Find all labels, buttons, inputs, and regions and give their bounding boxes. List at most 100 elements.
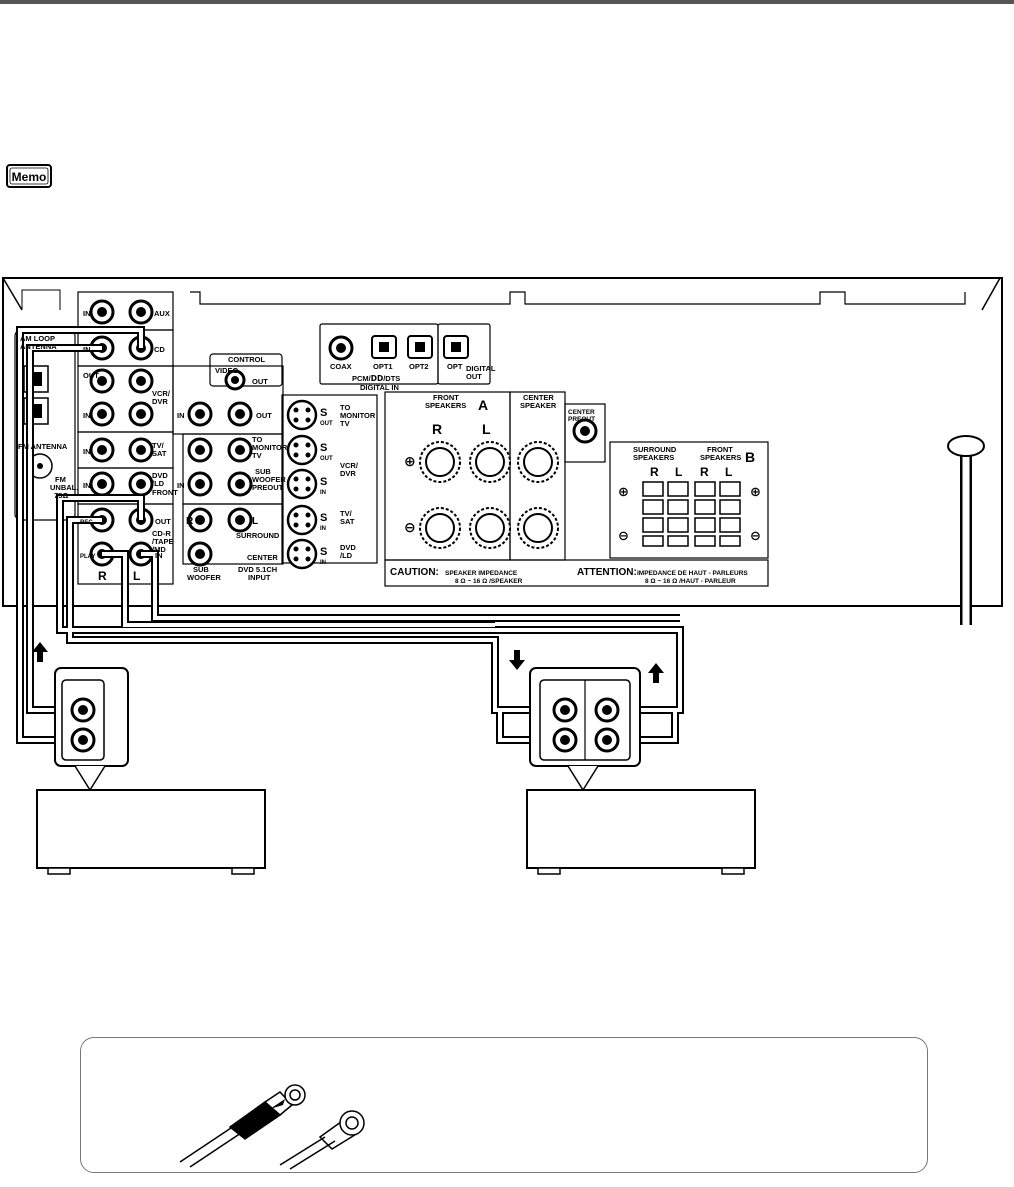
- label-attention-text-1: IMPEDANCE DE HAUT - PARLEURS: [637, 570, 748, 577]
- label-aux: AUX: [154, 309, 170, 318]
- label-center: CENTER: [247, 553, 278, 562]
- label-control-out: OUT: [252, 377, 268, 386]
- label-sub-woofer-2: WOOFER: [187, 573, 221, 582]
- label-dvd-ld-2: /LD: [152, 479, 165, 488]
- label-s-out-2: OUT: [320, 456, 333, 462]
- label-fm-antenna: FM ANTENNA: [18, 442, 68, 451]
- label-s-in-4: IN: [320, 526, 326, 532]
- label-s-1: S: [320, 407, 327, 419]
- label-s-in-5: IN: [320, 560, 326, 566]
- label-in-aux: IN: [83, 309, 91, 318]
- label-center-spk-2: SPEAKER: [520, 401, 557, 410]
- label-cdr-2: /TAPE: [152, 537, 174, 546]
- label-vcr-s-1: VCR/: [340, 461, 359, 470]
- external-unit-1: [36, 789, 266, 869]
- label-tv-sat-1: TV/: [152, 441, 165, 450]
- label-tv-s-2: SAT: [340, 517, 355, 526]
- label-in-dvd: IN: [83, 481, 91, 490]
- label-attention: ATTENTION:: [577, 567, 637, 578]
- label-a: A: [478, 397, 488, 413]
- label-front-b-l: L: [725, 465, 732, 479]
- label-sub-preout-2: WOOFER: [252, 475, 286, 484]
- svg-text:⊕: ⊕: [404, 453, 416, 469]
- label-surround-spk-2: SPEAKERS: [633, 453, 674, 462]
- memo-label: Memo: [12, 170, 47, 184]
- s-video-jacks: [286, 399, 318, 570]
- label-dvd-s-2: /LD: [340, 551, 353, 560]
- label-s-5: S: [320, 546, 327, 558]
- label-video: VIDEO: [215, 366, 239, 375]
- label-center-spk-1: CENTER: [523, 393, 554, 402]
- svg-text:⊖: ⊖: [618, 528, 629, 543]
- rear-panel-diagram: ⊕ ⊖ ⊕ ⊖ ⊕ ⊖: [2, 277, 1003, 875]
- label-opt1: OPT1: [373, 362, 393, 371]
- label-digital-out-2: OUT: [466, 372, 482, 381]
- label-tv-s-1: TV/: [340, 509, 353, 518]
- receiver-rear-panel: [2, 277, 1003, 607]
- label-caution-text-2: 8 Ω ~ 16 Ω /SPEAKER: [455, 578, 523, 585]
- svg-text:⊕: ⊕: [618, 484, 629, 499]
- top-rule: [0, 0, 1014, 4]
- label-rec: REC: [80, 520, 93, 526]
- memo-icon: Memo: [6, 164, 52, 188]
- label-surround-spk-1: SURROUND: [633, 445, 677, 454]
- label-in-tv: IN: [83, 447, 91, 456]
- label-front-b-r: R: [700, 465, 709, 479]
- label-dvd51-1: DVD 5.1CH: [238, 565, 277, 574]
- label-dvd-ld-1: DVD: [152, 471, 168, 480]
- label-fm-unbal-1: FM: [55, 475, 66, 484]
- tip-box: [80, 1037, 928, 1173]
- label-fm-unbal-3: 75Ω: [54, 491, 68, 500]
- label-surround-l-spk: L: [675, 465, 682, 479]
- label-digital-out-1: DIGITAL: [466, 364, 496, 373]
- label-dvd-in: IN: [177, 481, 185, 490]
- label-l-bottom: L: [133, 569, 140, 583]
- label-front-spk-1: FRONT: [433, 393, 459, 402]
- label-to-monitor-v1: TO: [252, 435, 262, 444]
- label-video-out: OUT: [256, 411, 272, 420]
- label-out-vcr: OUT: [83, 371, 99, 380]
- label-r-bottom: R: [98, 569, 107, 583]
- label-control: CONTROL: [228, 355, 265, 364]
- label-vcr-dvr-2: DVR: [152, 397, 168, 406]
- svg-text:⊖: ⊖: [404, 519, 416, 535]
- label-in-vcr: IN: [83, 411, 91, 420]
- label-caution: CAUTION:: [390, 567, 439, 578]
- label-front-b-1: FRONT: [707, 445, 733, 454]
- label-center-preout-2: PREOUT: [568, 416, 595, 423]
- label-front-b-2: SPEAKERS: [700, 453, 741, 462]
- label-s-3: S: [320, 476, 327, 488]
- label-to-monitor-s3: TV: [340, 419, 350, 428]
- label-attention-text-2: 8 Ω ~ 16 Ω /HAUT - PARLEUR: [645, 578, 736, 585]
- label-front-r: R: [432, 421, 442, 437]
- external-unit-2: [526, 789, 756, 869]
- label-coax: COAX: [330, 362, 352, 371]
- label-s-4: S: [320, 512, 327, 524]
- label-dvd-s-1: DVD: [340, 543, 356, 552]
- label-opt: OPT: [447, 362, 463, 371]
- label-center-preout-1: CENTER: [568, 409, 595, 416]
- label-to-monitor-v2: MONITOR: [252, 443, 288, 452]
- speaker-terminals-a: [419, 441, 559, 549]
- label-surround-l: L: [252, 516, 258, 527]
- label-surround-r-spk: R: [650, 465, 659, 479]
- label-in-cdr: IN: [155, 551, 163, 560]
- label-cdr-1: CD-R: [152, 529, 171, 538]
- label-caution-text-1: SPEAKER IMPEDANCE: [445, 570, 518, 577]
- label-opt2: OPT2: [409, 362, 429, 371]
- label-out-cdr: OUT: [155, 517, 171, 526]
- label-s-in-3: IN: [320, 490, 326, 496]
- label-front-spk-2: SPEAKERS: [425, 401, 466, 410]
- label-dvd51-2: INPUT: [248, 573, 271, 582]
- label-sub-preout-1: SUB: [255, 467, 271, 476]
- label-s-out-1: OUT: [320, 421, 333, 427]
- label-sub-woofer-1: SUB: [193, 565, 209, 574]
- label-front-l: L: [482, 421, 491, 437]
- panel-labels: IN AUX IN CD OUT IN VCR/ DVR IN TV/ SAT …: [18, 309, 755, 585]
- label-vcr-s-2: DVR: [340, 469, 356, 478]
- label-sub-preout-3: PREOUT: [252, 483, 284, 492]
- label-fm-unbal-2: UNBAL.: [50, 483, 78, 492]
- label-front: FRONT: [152, 488, 178, 497]
- label-surround-r: R: [186, 516, 194, 527]
- label-am-loop-1: AM LOOP: [20, 334, 55, 343]
